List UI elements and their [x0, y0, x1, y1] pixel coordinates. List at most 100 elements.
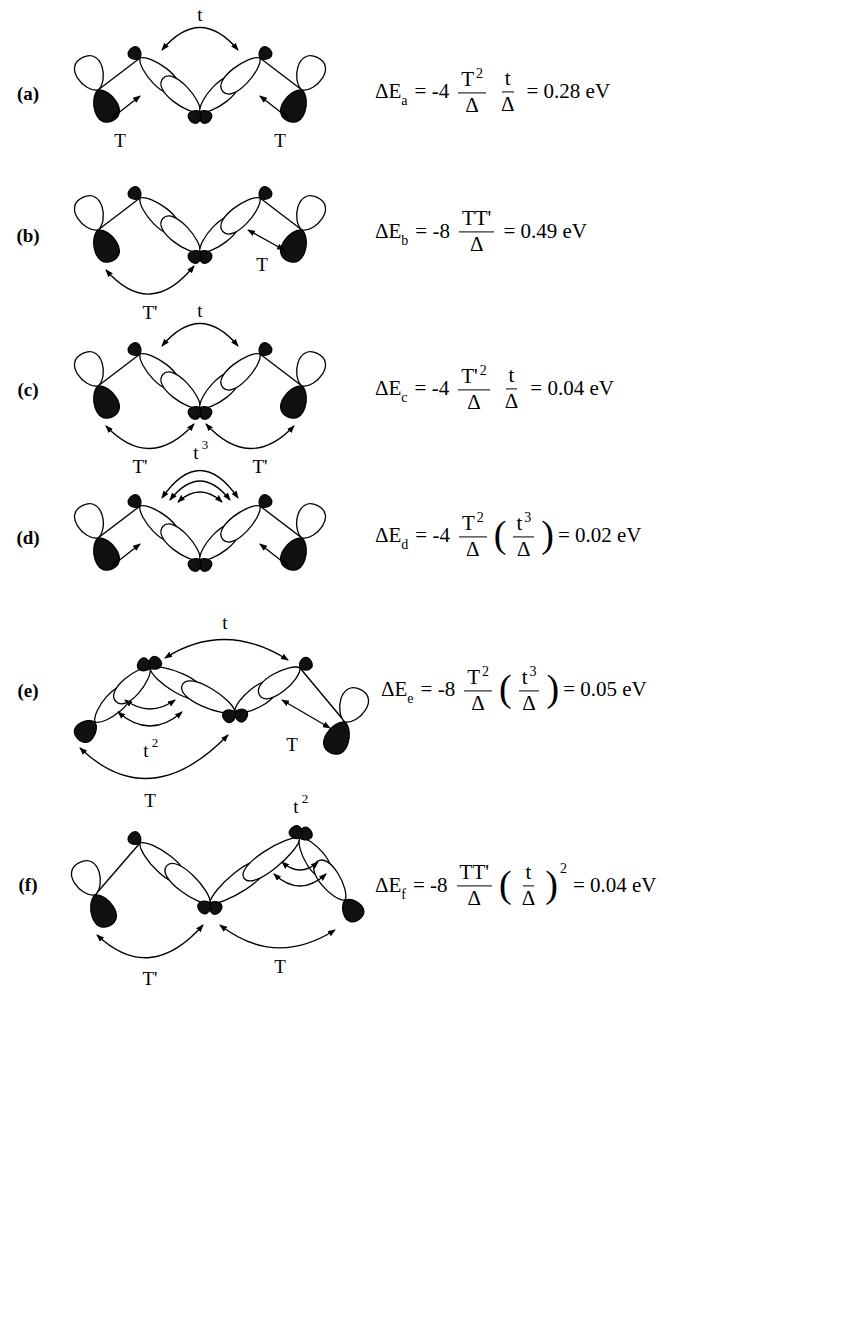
formula-term: = -8 — [415, 220, 450, 243]
denominator: Δ — [462, 94, 482, 118]
formula-term: T — [461, 67, 474, 91]
formula-term: = -4 — [415, 80, 450, 103]
formula-term: Δ — [517, 538, 531, 562]
hopping-arrow — [106, 266, 194, 294]
formula-term: = -4 — [415, 524, 450, 547]
orbital-lobe-dark — [126, 185, 144, 203]
bond-line — [98, 58, 140, 90]
orbital-lobe-dark — [277, 381, 313, 422]
orbital-lobe — [216, 51, 267, 99]
bond-line — [95, 843, 140, 895]
numerator: t — [523, 861, 535, 886]
hopping-arrow — [220, 925, 335, 948]
formula-index: f — [401, 887, 406, 902]
fraction: TT'Δ — [457, 861, 492, 910]
formula-paren: ) — [546, 669, 559, 707]
formula-index: 2 — [560, 861, 567, 876]
numerator: t3 — [513, 510, 534, 537]
hopping-label: T — [273, 957, 287, 976]
fraction: tΔ — [519, 861, 539, 910]
orbital-lobe-dark — [277, 225, 313, 266]
hopping-arrow — [260, 96, 288, 118]
denominator: Δ — [468, 692, 488, 716]
orbital-lobe — [70, 348, 110, 392]
hopping-arrow — [274, 874, 326, 886]
hopping-label: t — [192, 443, 199, 462]
hopping-arrow — [106, 424, 194, 449]
hopping-arrow — [97, 925, 203, 958]
energy-formula: ΔEb= -8TT'Δ= 0.49 eV — [372, 207, 590, 256]
bond-line — [260, 354, 302, 386]
panel-label: (b) — [15, 226, 40, 245]
hopping-label: T' — [141, 969, 158, 988]
formula-paren: ( — [494, 515, 507, 553]
formula-term: = 0.02 eV — [558, 524, 642, 547]
hopping-arrow — [118, 712, 182, 726]
energy-formula: ΔEc= -4T'2ΔtΔ= 0.04 eV — [372, 363, 617, 414]
hopping-arrow — [206, 424, 294, 449]
hopping-label: T — [285, 735, 299, 754]
orbital-lobe-dark — [196, 898, 214, 916]
formula-paren: ) — [545, 865, 558, 903]
formula-term: = 0.04 eV — [573, 874, 657, 897]
orbital-lobe — [70, 52, 110, 96]
numerator: T2 — [464, 664, 492, 691]
formula-term: Δ — [467, 391, 481, 415]
denominator: Δ — [464, 391, 484, 415]
formula-index: 2 — [476, 66, 483, 81]
formula-term: Δ — [470, 233, 484, 257]
panel-label: (e) — [16, 681, 39, 700]
orbital-lobe-dark — [87, 533, 123, 574]
hopping-arrow — [162, 324, 238, 347]
hopping-label: T — [143, 791, 157, 810]
denominator: Δ — [467, 233, 487, 257]
numerator: TT' — [459, 207, 494, 232]
formula-term: ΔE — [375, 80, 401, 103]
formula-term: Δ — [505, 390, 519, 414]
orbital-lobe-dark — [186, 107, 204, 125]
orbital-lobe-dark — [87, 381, 123, 422]
fraction: t3Δ — [513, 510, 534, 561]
orbital-lobe-dark — [186, 403, 204, 421]
orbital-lobe-dark — [126, 341, 144, 359]
formula-term: t — [516, 511, 522, 535]
formula-term: Δ — [466, 538, 480, 562]
orbital-lobe-dark — [186, 247, 204, 265]
panel-label: (a) — [16, 84, 40, 103]
formula-index: 2 — [480, 363, 487, 378]
numerator: T2 — [458, 66, 486, 93]
orbital-lobe-dark — [277, 85, 313, 126]
denominator: Δ — [465, 887, 485, 911]
formula-index: e — [407, 691, 413, 706]
orbital-lobe-dark — [256, 45, 274, 63]
formula-index: 3 — [524, 510, 531, 525]
formula-term: t — [509, 363, 515, 387]
numerator: T'2 — [458, 363, 490, 390]
orbital-lobe — [290, 192, 330, 236]
formula-term: ΔE — [375, 874, 401, 897]
formula-term: Δ — [501, 93, 515, 117]
orbital-lobe — [333, 684, 373, 728]
formula-term: = 0.28 eV — [527, 80, 611, 103]
energy-formula: ΔEe= -8T2Δ(t3Δ)= 0.05 eV — [378, 664, 650, 715]
formula-term: ΔE — [375, 220, 401, 243]
panel-label: (d) — [15, 528, 40, 547]
formula-term: Δ — [465, 94, 479, 118]
hopping-arrow — [282, 862, 318, 870]
orbital-lobe-dark — [126, 45, 144, 63]
bond-line — [260, 506, 302, 538]
hopping-label: T — [255, 255, 269, 274]
orbital-art — [67, 28, 372, 958]
hopping-label: t — [196, 301, 203, 320]
formula-index: 2 — [482, 664, 489, 679]
formula-term: ΔE — [375, 524, 401, 547]
bond-line — [98, 354, 140, 386]
formula-term: Δ — [522, 887, 536, 911]
formula-term: T' — [461, 364, 478, 388]
formula-term: Δ — [471, 692, 485, 716]
orbital-lobe-dark — [296, 655, 314, 673]
hopping-label: 2 — [301, 792, 310, 805]
formula-term: t — [505, 66, 511, 90]
